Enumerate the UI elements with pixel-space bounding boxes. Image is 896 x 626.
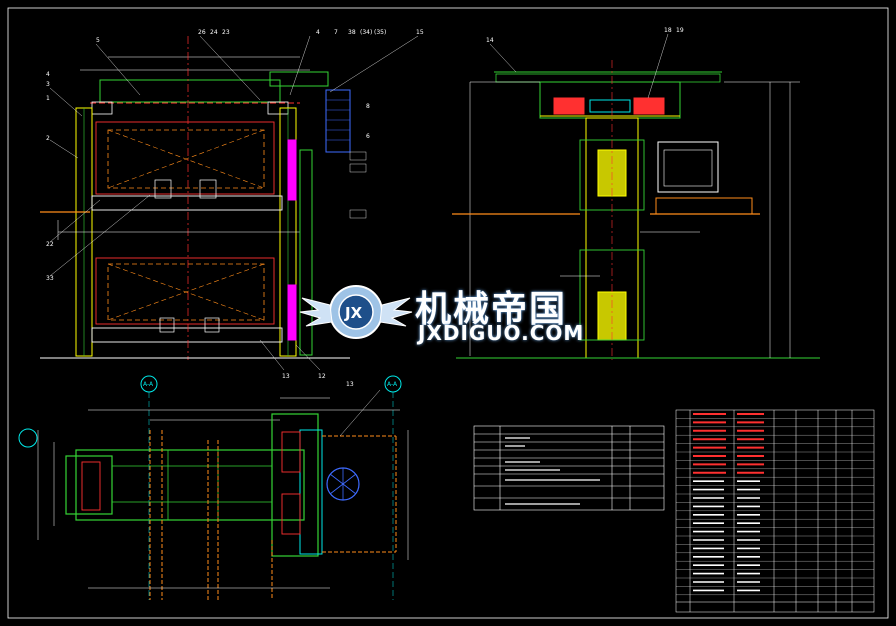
callout-front-2: 24: [210, 29, 218, 36]
callout-front-10: 3: [46, 81, 50, 88]
callout-front-16: 22: [46, 241, 54, 248]
callout-side-1: 18: [664, 27, 672, 34]
callout-front-19: 12: [318, 373, 326, 380]
watermark-name-cn: 机械帝国: [415, 289, 568, 330]
callout-front-5: 7: [334, 29, 338, 36]
callout-front-1: 26: [198, 29, 206, 36]
sheet-border: [7, 7, 889, 619]
callout-side-0: 14: [486, 37, 494, 44]
callout-front-4: 4: [316, 29, 320, 36]
watermark-name-en: JXDIGUO.COM: [418, 321, 585, 345]
callout-front-9: 15: [416, 29, 424, 36]
callout-front-3: 23: [222, 29, 230, 36]
callout-front-13: 8: [366, 103, 370, 110]
side-view: [452, 33, 820, 360]
callout-front-7: (34): [360, 29, 372, 36]
callout-front-12: 1: [46, 95, 50, 102]
watermark-logo-text: JX: [344, 304, 363, 322]
front-view: [40, 35, 419, 371]
section-marker-left: A-A: [143, 381, 154, 388]
wing-icon-left: [299, 297, 333, 327]
section-marker-right: A-A: [387, 381, 398, 388]
callout-side-2: 19: [676, 27, 684, 34]
callout-front-18: 13: [282, 373, 290, 380]
callout-front-11: 4: [46, 71, 50, 78]
wing-icon-right: [379, 297, 413, 327]
side-view-callouts: 14 18 19: [486, 27, 684, 44]
callout-plan-0: 13: [346, 381, 354, 388]
watermark-logo: JX: [299, 285, 413, 339]
callout-front-14: 2: [46, 135, 50, 142]
notes-table: [473, 425, 665, 511]
parts-list-rows: [676, 413, 874, 595]
callout-front-8: (35): [374, 29, 386, 36]
plan-view: [18, 375, 409, 600]
front-view-callouts: 5 26 24 23 4 7 38 (34) (35) 15 3 4 1 8 2…: [46, 29, 424, 380]
callout-front-0: 5: [96, 37, 100, 44]
callout-front-6: 38: [348, 29, 356, 36]
callout-front-17: 33: [46, 275, 54, 282]
plan-view-labels: A-A A-A 13: [143, 381, 398, 388]
callout-front-15: 6: [366, 133, 370, 140]
